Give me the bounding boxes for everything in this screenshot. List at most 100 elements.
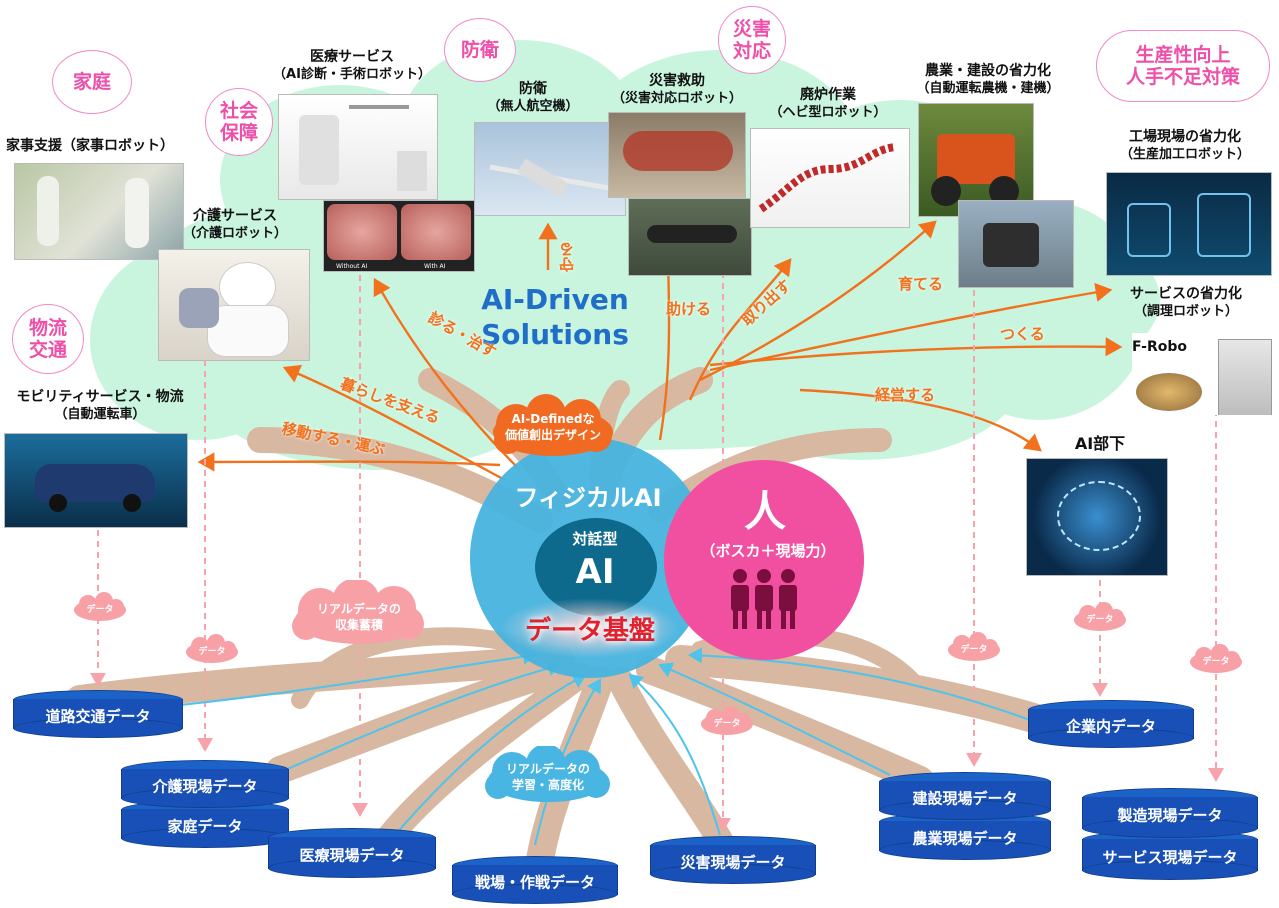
defense-sub: （無人航空機） [487,99,579,114]
agri-heading: 農業・建設の省力化 （自動運転農機・建機） [898,62,1078,98]
care-title: 介護サービス [193,208,277,224]
factory-title: 工場現場の省力化 [1129,129,1241,145]
label-make: つくる [1000,325,1045,343]
agri-title: 農業・建設の省力化 [925,63,1051,79]
ai-defined-cloud [493,394,613,456]
data-base-label: データ基盤 [524,616,655,646]
cooking-robot-photo: F-Robo [1132,333,1278,415]
tractor-photo [918,103,1034,217]
label-protect: 守る [558,242,576,272]
human-circle [664,460,864,660]
db-care: 介護現場データ [121,760,289,808]
tag-disaster: 災害 対応 [718,6,786,74]
data-cloud-1 [74,592,126,621]
db-farming-label: 農業現場データ [912,829,1018,848]
ai-staff-heading: AI部下 [1074,434,1126,453]
db-manufacturing: 製造現場データ [1082,788,1258,838]
db-home-label: 家庭データ [167,817,243,836]
mobility-title: モビリティサービス・物流 [16,389,184,405]
decommission-sub: （ヘビ型ロボット） [769,105,887,120]
ai-defined-label-1: AI-Definedな [511,412,595,426]
tag-social: 社会 保障 [205,88,273,156]
db-medical: 医療現場データ [268,828,436,878]
dialog-ai-label-1: 対話型 [572,530,618,548]
physical-ai-label: フィジカルAI [514,484,662,512]
db-road: 道路交通データ [13,690,183,738]
rescue-robot-photo [608,112,746,198]
ai-brain-photo [1026,458,1168,576]
ai-defined-label-2: 価値創出デザイン [504,428,601,442]
factory-photo [1106,172,1272,276]
learn-cloud [485,746,610,802]
data-cloud-5-label: データ [1086,615,1114,625]
data-cloud-6 [1190,644,1242,673]
db-enterprise-label: 企業内データ [1065,717,1156,736]
factory-sub: （生産加工ロボット） [1119,147,1250,162]
data-cloud-3 [701,706,753,735]
data-cloud-4-label: データ [960,645,988,655]
decommission-title: 廃炉作業 [800,87,856,103]
car-photo [4,433,188,528]
data-cloud-2 [186,634,238,663]
ai-driven-title-2: Solutions [481,318,629,351]
db-service-label: サービス現場データ [1102,848,1238,867]
data-cloud-5 [1074,602,1126,631]
housework-photo [14,163,184,260]
db-road-label: 道路交通データ [45,707,151,726]
housework-heading: 家事支援（家事ロボット） [6,138,174,154]
data-cloud-2-label: データ [198,647,226,657]
service-title: サービスの省力化 [1130,286,1242,302]
data-cloud-4 [948,632,1000,661]
db-construction-label: 建設現場データ [912,789,1018,808]
defense-heading: 防衛 （無人航空機） [478,80,588,116]
db-enterprise: 企業内データ [1028,700,1194,748]
mobility-heading: モビリティサービス・物流 （自動運転車） [0,388,200,424]
collect-cloud-label-2: 収集蓄積 [334,618,383,632]
data-flow-arrows [179,647,1031,846]
medical-title: 医療サービス [310,49,394,65]
data-base-glow [500,598,680,658]
collect-cloud-label-1: リアルデータの [317,602,401,616]
learn-cloud-label-2: 学習・高度化 [511,778,584,792]
care-sub: （介護ロボット） [182,226,287,241]
label-grow: 育てる [898,275,944,293]
dialog-ai-label-2: AI [575,552,615,592]
defense-title: 防衛 [519,81,547,97]
db-disaster: 災害現場データ [650,836,816,884]
frobo-label: F-Robo [1132,339,1187,355]
human-label: 人 [743,487,786,536]
tag-productivity: 生産性向上 人手不足対策 [1096,30,1270,102]
learn-cloud-label-1: リアルデータの [506,762,590,776]
service-heading: サービスの省力化 （調理ロボット） [1106,285,1266,321]
rescue-heading: 災害救助 （災害対応ロボット） [602,72,752,108]
db-battle: 戦場・作戦データ [452,856,618,904]
people-icon [731,569,797,629]
tag-defense: 防衛 [444,18,516,82]
label-help: 助ける [666,300,712,318]
ai-driven-title-1: AI-Driven [481,283,629,316]
service-sub: （調理ロボット） [1133,304,1238,319]
db-care-label: 介護現場データ [152,777,258,796]
endoscope-photo: Without AI With AI [323,200,475,272]
with-ai-caption: With AI [424,263,446,270]
drone-photo [474,122,626,216]
medical-robot-photo [278,94,438,200]
snake-robot-photo [750,128,910,228]
data-cloud-6-label: データ [1202,657,1230,667]
medical-heading: 医療サービス （AI診断・手術ロボット） [262,48,442,84]
collect-cloud [292,580,424,644]
data-cloud-3-label: データ [713,719,741,729]
human-sub-label: （ボスカ＋現場力） [700,542,836,560]
db-battle-label: 戦場・作戦データ [474,873,595,892]
without-ai-caption: Without AI [336,263,368,270]
db-disaster-label: 災害現場データ [680,853,786,872]
mobility-sub: （自動運転車） [54,407,146,422]
db-manufacturing-label: 製造現場データ [1117,806,1223,825]
medical-sub: （AI診断・手術ロボット） [273,67,431,82]
db-medical-label: 医療現場データ [299,846,405,865]
label-manage: 経営する [875,386,936,404]
db-construction: 建設現場データ [879,772,1051,820]
tag-home: 家庭 [52,50,132,114]
db-farming: 農業現場データ [879,812,1051,860]
